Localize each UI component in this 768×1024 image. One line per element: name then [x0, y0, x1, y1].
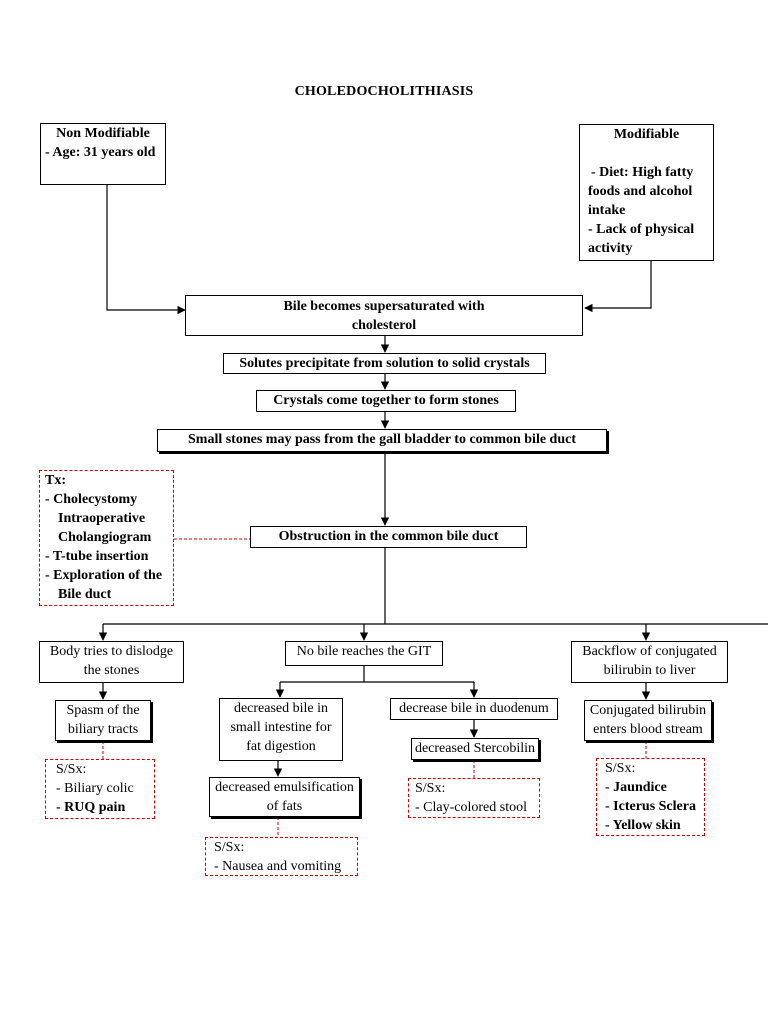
left-ssx-heading: S/Sx:	[56, 762, 87, 777]
left-ssx-item: - RUQ pain	[56, 800, 126, 815]
small-intestine-line: small intestine for	[230, 720, 332, 735]
middle-left-ssx-box: S/Sx: - Nausea and vomiting	[205, 837, 358, 876]
decreased-bile-small-intestine: decreased bile in small intestine for fa…	[219, 698, 343, 761]
right-ssx-box: S/Sx: - Jaundice - Icterus Sclera - Yell…	[596, 758, 705, 836]
middle-left-ssx-item: - Nausea and vomiting	[214, 859, 342, 874]
modifiable-item: intake	[588, 203, 626, 218]
spasm-line: Spasm of the	[66, 703, 140, 718]
decreased-emulsification: decreased emulsification of fats	[209, 777, 360, 817]
middle-right-ssx-item: - Clay-colored stool	[415, 800, 527, 815]
treatment-line: Bile duct	[58, 587, 112, 602]
treatment-line: Intraoperative	[58, 511, 146, 526]
blood-stream-line: Conjugated bilirubin	[589, 703, 707, 718]
arrow-mod-to-bile	[584, 261, 652, 313]
non-modifiable-box: Non Modifiable - Age: 31 years old	[40, 123, 166, 185]
non-modifiable-item: - Age: 31 years old	[45, 145, 156, 160]
bilirubin-blood-stream: Conjugated bilirubin enters blood stream	[584, 700, 712, 741]
arrow-nonmod-to-bile	[106, 185, 186, 315]
step2-text: Solutes precipitate from solution to sol…	[239, 356, 530, 371]
blood-stream-line: enters blood stream	[593, 722, 703, 737]
treatment-line: - Cholecystomy	[45, 492, 138, 507]
small-intestine-line: decreased bile in	[233, 701, 329, 716]
left-ssx-item: - Biliary colic	[56, 781, 134, 796]
step-obstruction: Obstruction in the common bile duct	[250, 526, 527, 548]
branch-no-bile-git: No bile reaches the GIT	[285, 641, 443, 666]
modifiable-item: foods and alcohol	[588, 184, 693, 199]
right-ssx-heading: S/Sx:	[605, 761, 636, 776]
emulsification-line: decreased emulsification	[215, 780, 354, 795]
modifiable-item: activity	[588, 241, 633, 256]
middle-right-ssx-box: S/Sx: - Clay-colored stool	[408, 778, 540, 818]
step1-line: Bile becomes supersaturated with	[283, 299, 485, 314]
step-stones-pass: Small stones may pass from the gall blad…	[157, 429, 607, 452]
treatment-line: Cholangiogram	[58, 530, 152, 545]
treatment-box: Tx: - Cholecystomy Intraoperative Cholan…	[39, 470, 174, 606]
branch-left-line: Body tries to dislodge	[49, 644, 174, 659]
modifiable-item: - Diet: High fatty	[591, 165, 694, 180]
modifiable-heading: Modifiable	[613, 127, 680, 142]
page-title: CHOLEDOCHOLITHIASIS	[294, 84, 474, 99]
left-ssx-box: S/Sx: - Biliary colic - RUQ pain	[45, 759, 155, 819]
right-ssx-item: - Jaundice	[605, 780, 667, 795]
step-solutes-precipitate: Solutes precipitate from solution to sol…	[223, 353, 546, 374]
branch-dislodge-stones: Body tries to dislodge the stones	[39, 641, 184, 683]
backflow-line: bilirubin to liver	[603, 663, 696, 678]
decrease-bile-duodenum: decrease bile in duodenum	[390, 698, 558, 720]
step3-text: Crystals come together to form stones	[273, 393, 499, 408]
branch-left-line: the stones	[83, 663, 140, 678]
step-crystals-form-stones: Crystals come together to form stones	[256, 390, 516, 412]
modifiable-box: Modifiable - Diet: High fatty foods and …	[579, 124, 714, 261]
right-ssx-item: - Icterus Sclera	[605, 799, 696, 814]
treatment-line: - T-tube insertion	[45, 549, 149, 564]
small-intestine-line: fat digestion	[246, 739, 316, 754]
emulsification-line: of fats	[266, 799, 303, 814]
step-bile-supersaturated: Bile becomes supersaturated with cholest…	[185, 295, 583, 336]
step4-text: Small stones may pass from the gall blad…	[188, 432, 576, 447]
branch-backflow-bilirubin: Backflow of conjugated bilirubin to live…	[571, 641, 728, 683]
right-ssx-item: - Yellow skin	[605, 818, 681, 833]
treatment-heading: Tx:	[45, 473, 66, 488]
non-modifiable-heading: Non Modifiable	[56, 126, 150, 141]
branch-middle-text: No bile reaches the GIT	[296, 644, 432, 659]
stercobilin-text: decreased Stercobilin	[414, 741, 536, 756]
decreased-stercobilin: decreased Stercobilin	[411, 738, 539, 760]
spasm-line: biliary tracts	[67, 722, 139, 737]
modifiable-item: - Lack of physical	[588, 222, 695, 237]
step5-text: Obstruction in the common bile duct	[278, 529, 499, 544]
step1-line: cholesterol	[351, 318, 417, 333]
middle-right-ssx-heading: S/Sx:	[415, 781, 446, 796]
treatment-line: - Exploration of the	[45, 568, 163, 583]
middle-left-ssx-heading: S/Sx:	[214, 840, 245, 855]
backflow-line: Backflow of conjugated	[582, 644, 717, 659]
spasm-biliary-tracts: Spasm of the biliary tracts	[55, 700, 151, 741]
duodenum-text: decrease bile in duodenum	[399, 701, 549, 716]
